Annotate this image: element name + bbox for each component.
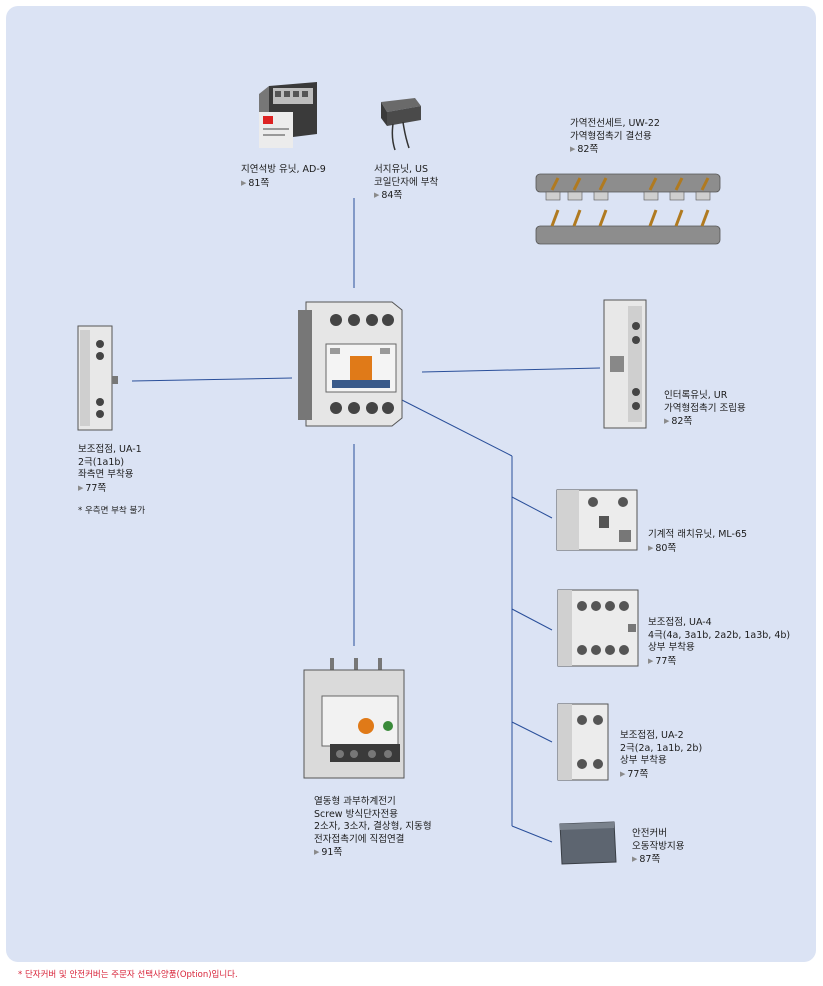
line-to-cover [511,825,553,843]
ua1-name: 보조접점, UA-1 [78,444,142,455]
relay-image [303,658,405,779]
line-to-ml65 [511,496,553,519]
relay-label: 열동형 과부하계전기 Screw 방식단자전용 2소자, 3소자, 결상형, 지… [314,796,432,860]
ua4-label: 보조접점, UA-4 4극(4a, 3a1b, 2a2b, 1a3b, 4b) … [648,617,790,668]
contactor-image [298,301,403,427]
cover-label: 안전커버 오동작방지용 87쪽 [632,828,684,867]
us-name: 서지유닛, US [374,164,428,175]
ua4-desc2: 상부 부착용 [648,642,695,653]
us-page[interactable]: 84쪽 [374,189,438,203]
ur-desc: 가역형접촉기 조립용 [664,402,746,414]
ua1-image [77,325,118,431]
ua2-page[interactable]: 77쪽 [620,768,702,782]
ua1-note: * 우측면 부착 불가 [78,506,146,516]
ml65-page[interactable]: 80쪽 [648,542,747,556]
line-diag [397,397,513,457]
uw22-desc: 가역형접촉기 결선용 [570,130,652,142]
us-unit-image [381,98,421,151]
uw22-label: 가역전선세트, UW-22 가역형접촉기 결선용 82쪽 [570,118,660,157]
uw22-name: 가역전선세트, UW-22 [570,118,660,129]
ua1-page[interactable]: 77쪽 [78,482,142,496]
us-desc: 코일단자에 부착 [374,176,439,188]
line-to-ua4 [511,608,553,631]
relay-desc1: Screw 방식단자전용 [314,808,399,820]
relay-desc2: 2소자, 3소자, 결상형, 지동형 [314,821,432,832]
ua2-desc2: 상부 부착용 [620,755,667,766]
cover-name: 안전커버 [632,828,667,839]
ml65-image [556,489,638,551]
ua4-desc1: 4극(4a, 3a1b, 2a2b, 1a3b, 4b) [648,629,791,641]
ua1-desc2: 좌측면 부착용 [78,469,134,480]
uw22-page[interactable]: 82쪽 [570,143,660,157]
ua4-page[interactable]: 77쪽 [648,655,790,669]
ua2-desc1: 2극(2a, 1a1b, 2b) [620,742,703,754]
line-to-ua1 [131,377,293,382]
ad9-page[interactable]: 81쪽 [241,177,326,191]
ur-name: 인터록유닛, UR [664,390,728,401]
cover-desc: 오동작방지용 [632,840,685,852]
line-to-ua2 [511,721,553,743]
ua2-image [557,703,609,781]
ua2-label: 보조접점, UA-2 2극(2a, 1a1b, 2b) 상부 부착용 77쪽 [620,730,702,781]
relay-name: 열동형 과부하계전기 [314,796,396,807]
relay-desc3: 전자접촉기에 직접연결 [314,833,405,845]
ur-image [603,299,647,429]
ur-label: 인터록유닛, UR 가역형접촉기 조립용 82쪽 [664,390,746,429]
ua4-name: 보조접점, UA-4 [648,617,712,628]
relay-page[interactable]: 91쪽 [314,846,432,860]
ad9-name: 지연석방 유닛, AD-9 [241,164,326,175]
footnote: * 단자커버 및 안전커버는 주문자 선택사양품(Option)입니다. [18,970,238,980]
ua4-image [557,589,639,667]
ua2-name: 보조접점, UA-2 [620,730,684,741]
us-label: 서지유닛, US 코일단자에 부착 84쪽 [374,164,438,203]
ur-page[interactable]: 82쪽 [664,415,746,429]
uw22-image [535,173,721,245]
line-to-ur [421,367,601,373]
ml65-name: 기계적 래치유닛, ML-65 [648,529,748,540]
ua1-desc1: 2극(1a1b) [78,456,125,468]
ml65-label: 기계적 래치유닛, ML-65 80쪽 [648,529,747,555]
ad9-label: 지연석방 유닛, AD-9 81쪽 [241,164,326,190]
cover-image [559,821,617,865]
cover-page[interactable]: 87쪽 [632,853,684,867]
ua1-label: 보조접점, UA-1 2극(1a1b) 좌측면 부착용 77쪽 [78,444,142,495]
ad9-unit-image [259,82,317,148]
